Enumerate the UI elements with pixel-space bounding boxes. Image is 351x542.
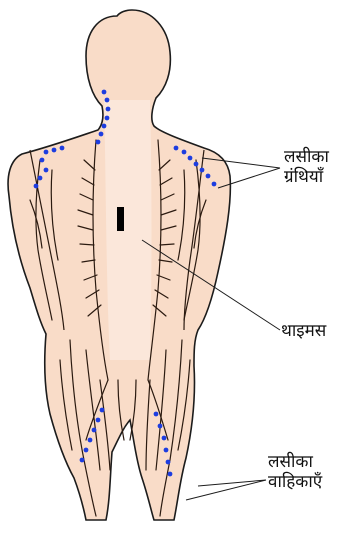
- thymus-label-text: थाइमस: [281, 321, 326, 341]
- spine-channel: [104, 100, 152, 360]
- lymph-vessels-label-line1: लसीका: [268, 452, 322, 472]
- thymus-label: थाइमस: [281, 321, 326, 341]
- lymph-vessels-label: लसीका वाहिकाएँ: [268, 452, 322, 492]
- lymph-vessels-label-line2: वाहिकाएँ: [268, 472, 322, 492]
- thymus-marker: [117, 207, 124, 231]
- lymph-glands-label: लसीका ग्रंथियाँ: [284, 147, 329, 187]
- lymph-glands-label-line1: लसीका: [284, 147, 329, 167]
- lymph-glands-label-line2: ग्रंथियाँ: [284, 167, 329, 187]
